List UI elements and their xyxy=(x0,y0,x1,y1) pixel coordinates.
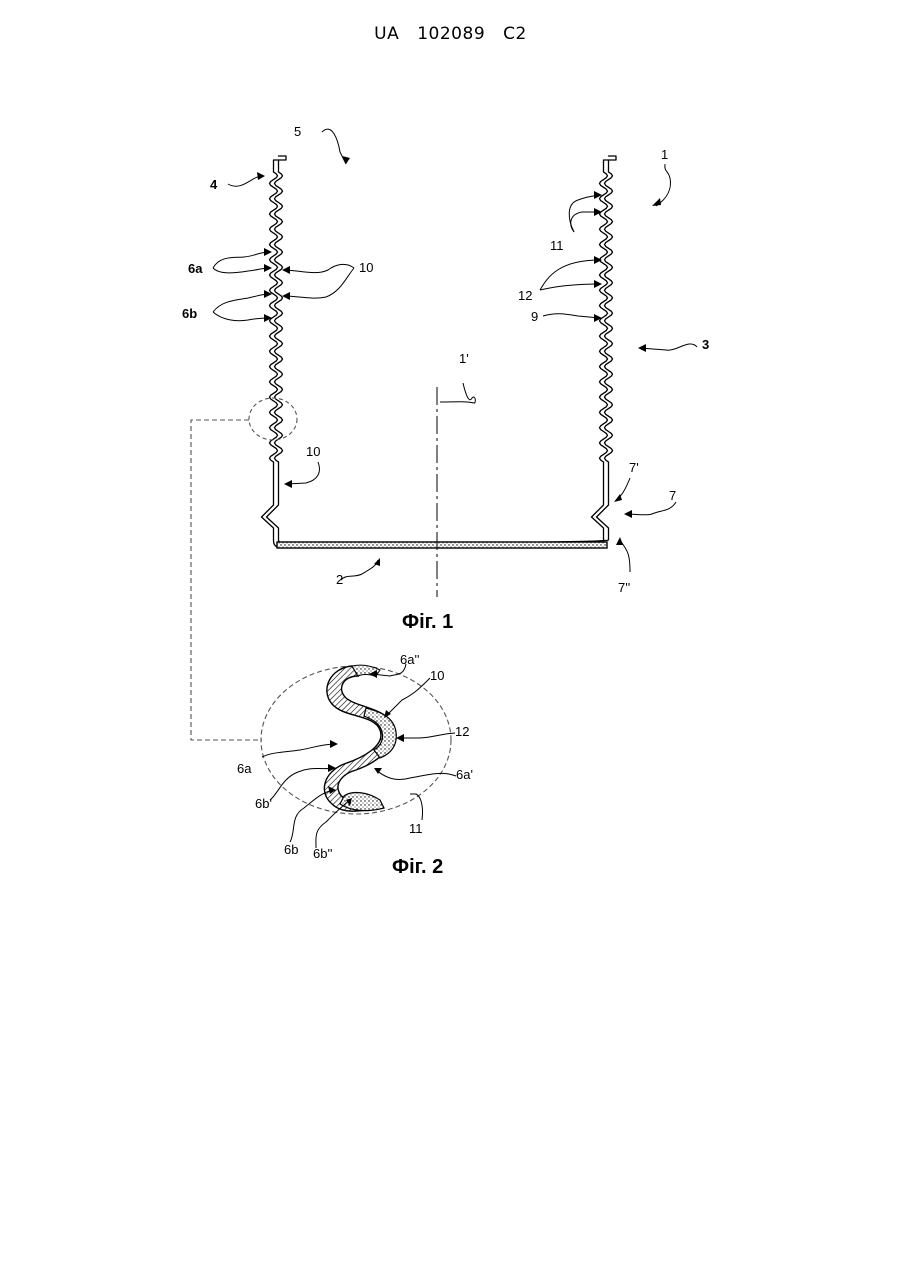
label-4: 4 xyxy=(210,177,218,192)
coating-lower xyxy=(340,793,384,811)
label-11: 11 xyxy=(550,238,564,253)
label-12: 12 xyxy=(455,724,469,739)
label-10-bottom: 10 xyxy=(306,444,320,459)
detail-circle xyxy=(249,398,297,440)
top-flange xyxy=(604,156,617,172)
corrugation-line xyxy=(600,172,608,462)
detail-leader xyxy=(191,420,262,740)
corrugation-line xyxy=(270,172,278,462)
lower-wall xyxy=(262,462,280,547)
corrugation-line xyxy=(605,172,613,462)
lower-wall xyxy=(284,462,609,543)
label-12: 12 xyxy=(518,288,532,303)
label-6a-double-prime: 6a'' xyxy=(400,652,419,667)
label-1-prime: 1' xyxy=(459,351,469,366)
label-6a-prime: 6a' xyxy=(456,767,473,782)
label-11: 11 xyxy=(409,821,423,836)
label-3: 3 xyxy=(702,337,709,352)
label-2: 2 xyxy=(336,572,343,587)
label-6a: 6a xyxy=(188,261,203,276)
fig1-leaders xyxy=(213,129,697,580)
label-5: 5 xyxy=(294,124,301,139)
label-6b: 6b xyxy=(182,306,197,321)
figure-1-caption: Фіг. 1 xyxy=(402,611,453,633)
label-6a: 6a xyxy=(237,761,252,776)
label-10: 10 xyxy=(430,668,444,683)
label-7: 7 xyxy=(669,488,676,503)
label-9: 9 xyxy=(531,309,538,324)
top-flange xyxy=(274,156,287,172)
detail-ellipse xyxy=(261,666,451,814)
bellows-body xyxy=(262,156,617,547)
label-7-prime: 7' xyxy=(629,460,639,475)
label-6b: 6b xyxy=(284,842,298,857)
label-7-double-prime: 7'' xyxy=(618,580,630,595)
label-10-top: 10 xyxy=(359,260,373,275)
figure-2: 6a'' 10 12 6a 6a' 6b' 11 6b 6b'' Фіг. 2 xyxy=(237,652,473,878)
lower-wall xyxy=(267,462,285,543)
figure-2-caption: Фіг. 2 xyxy=(392,856,443,878)
label-6b-prime: 6b' xyxy=(255,796,272,811)
figure-1: 5 1 4 11 6a 10 12 6b 9 3 1' 10 7' 7 2 7'… xyxy=(182,124,709,740)
fig2-leaders xyxy=(262,664,456,848)
bottom-wall xyxy=(277,542,607,548)
label-1: 1 xyxy=(661,147,668,162)
corrugation-line xyxy=(275,172,283,462)
label-6b-double-prime: 6b'' xyxy=(313,846,332,861)
lower-wall xyxy=(279,462,604,547)
